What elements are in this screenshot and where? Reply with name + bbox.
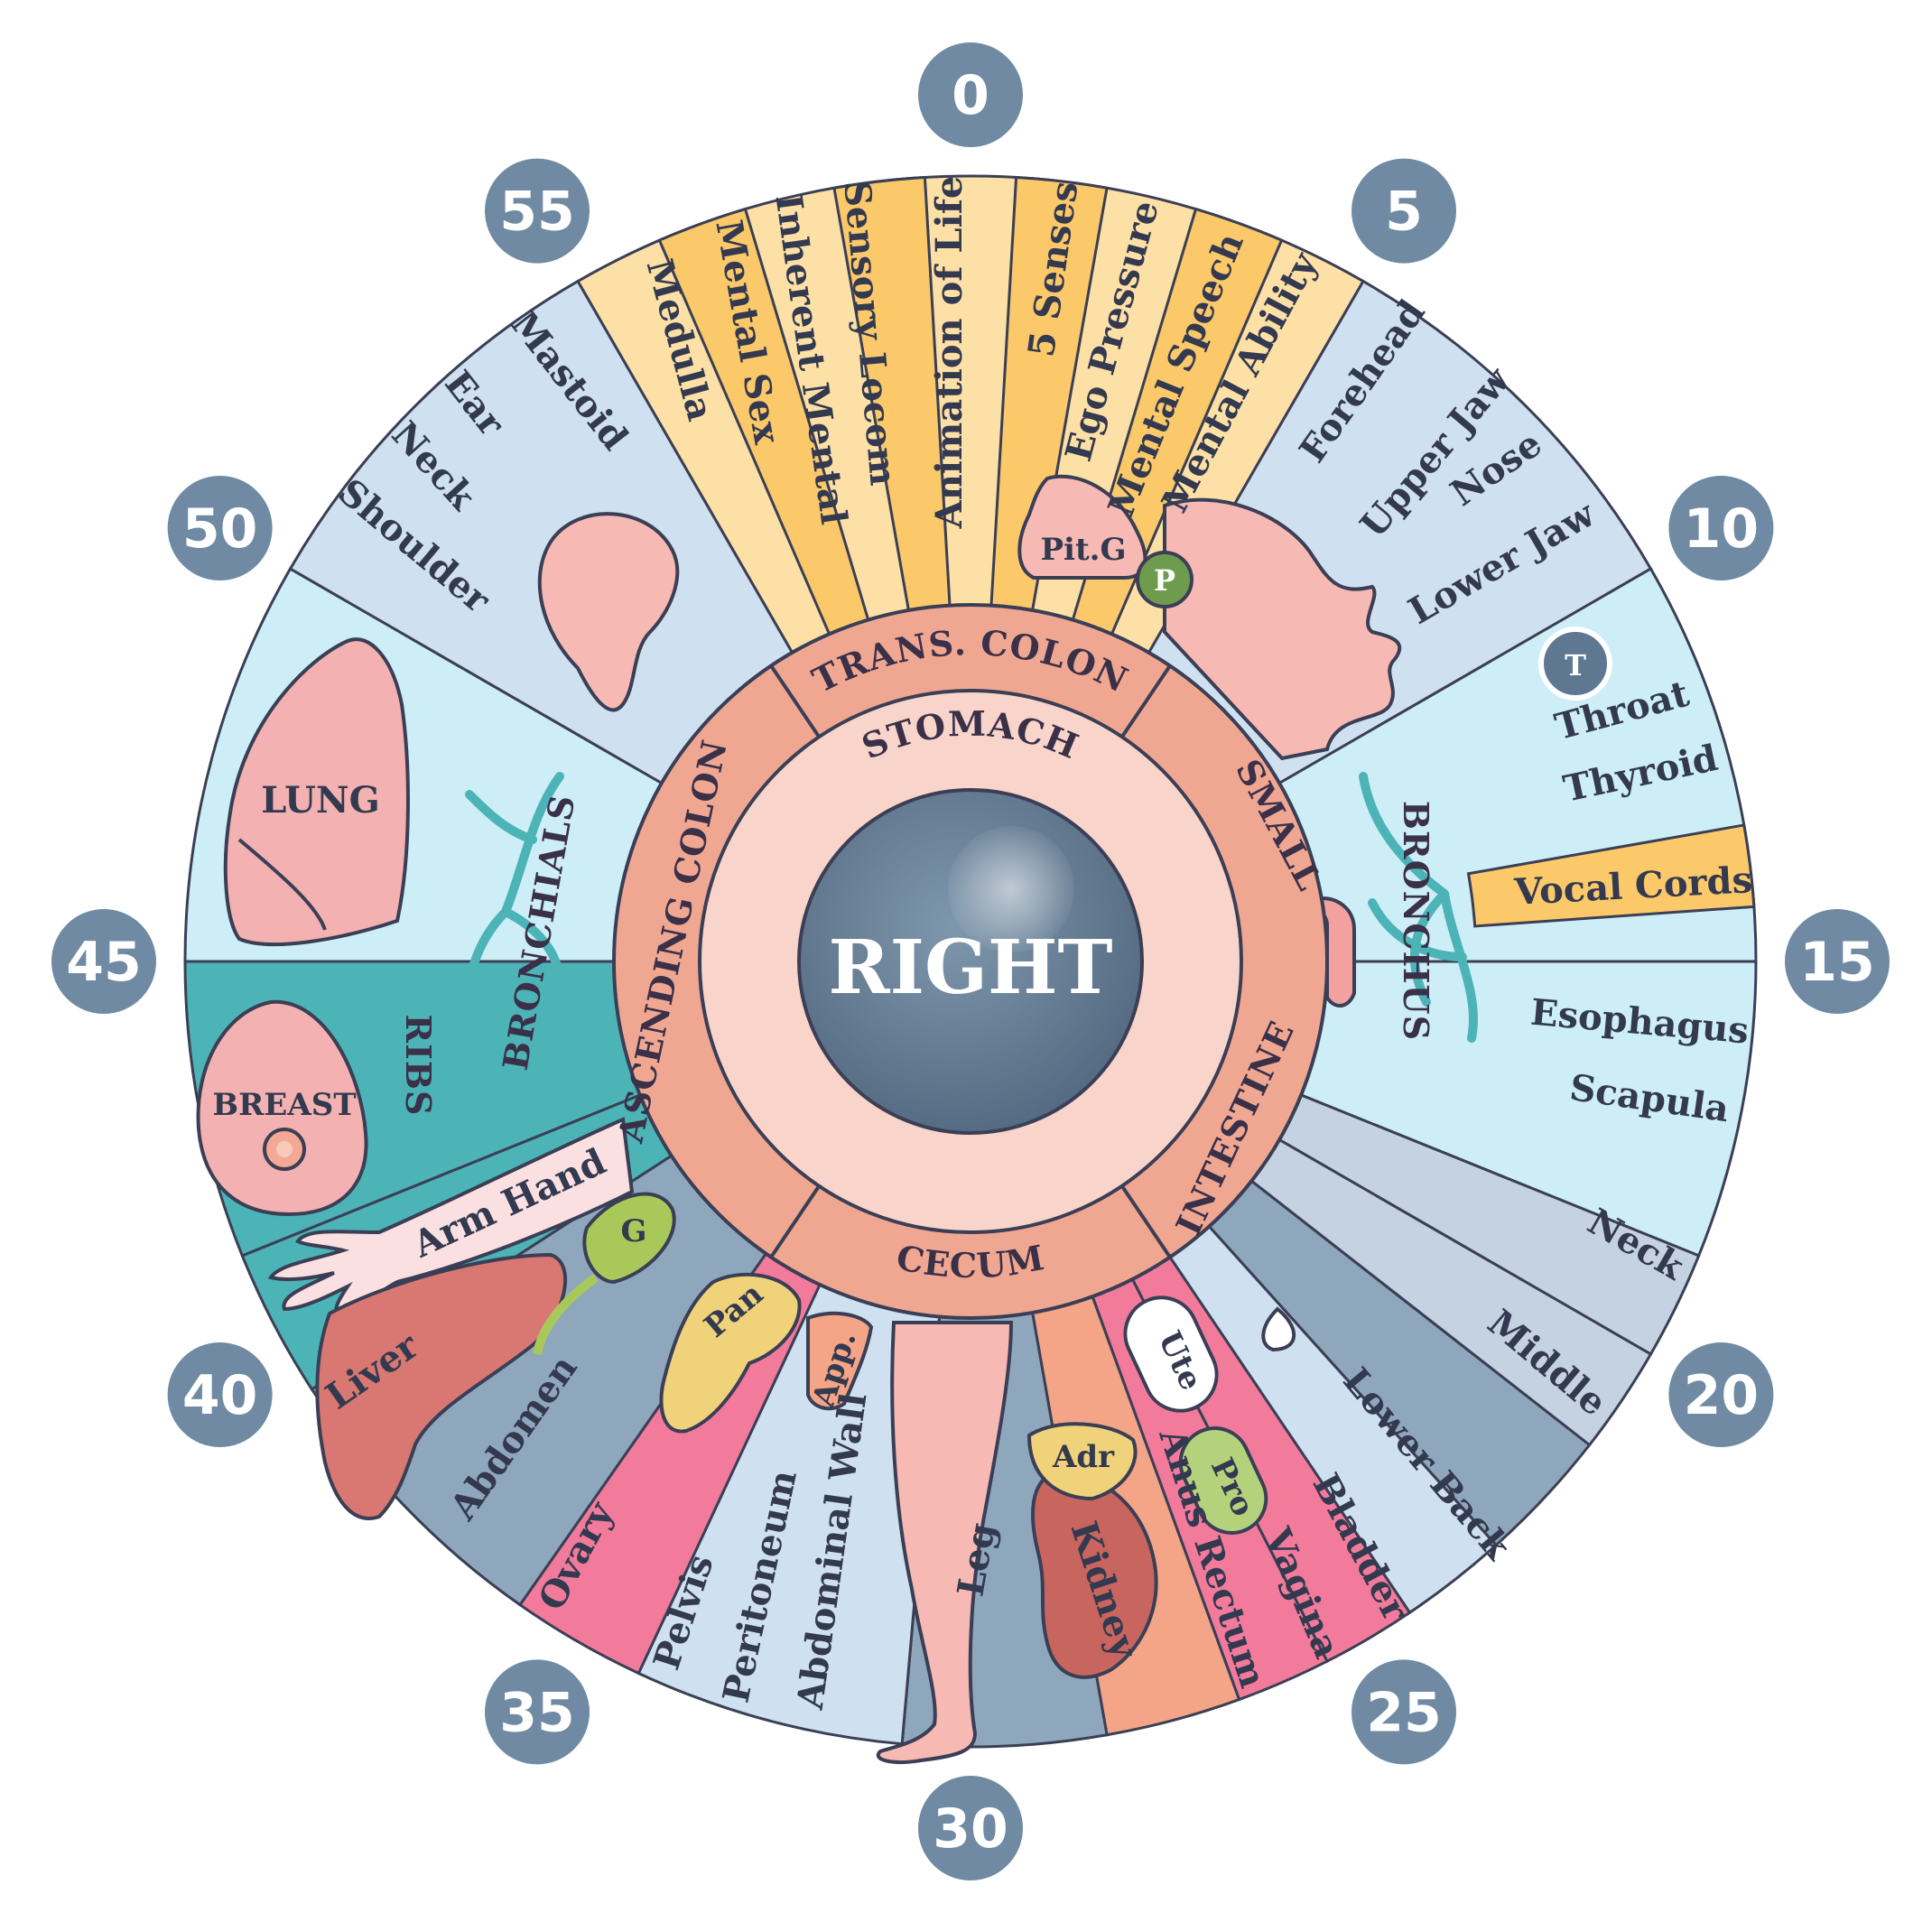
uterus-icon <box>1123 1295 1219 1413</box>
ribs-label: RIBS <box>398 1015 439 1117</box>
clock-number-40: 40 <box>182 1364 258 1427</box>
clock-badge-20 <box>1668 1342 1774 1447</box>
prostate-icon <box>1178 1426 1268 1535</box>
ring-divider <box>769 664 821 738</box>
kidney-icon <box>1031 1469 1158 1679</box>
thyroid-badge-icon <box>1538 627 1612 701</box>
clock-badge-55 <box>485 158 590 264</box>
arm-hand-icon <box>267 1117 635 1321</box>
clock-number-0: 0 <box>952 64 989 127</box>
clock-badge-40 <box>167 1342 273 1447</box>
leg-icon <box>876 1321 1014 1764</box>
ring-divider <box>1120 664 1172 738</box>
clock-badge-50 <box>167 476 273 580</box>
ear-icon <box>537 512 680 712</box>
ring-divider <box>1120 1184 1172 1258</box>
clock-number-10: 10 <box>1684 497 1760 561</box>
breast-label: BREAST <box>212 1087 356 1123</box>
pituitary-label: Pit.G <box>1040 532 1126 568</box>
clock-badge-0 <box>918 42 1023 147</box>
pancreas-icon <box>659 1272 802 1434</box>
lung-label: LUNG <box>261 779 380 822</box>
clock-number-45: 45 <box>66 931 142 994</box>
clock-badge-25 <box>1351 1659 1456 1765</box>
clock-badge-15 <box>1785 909 1890 1014</box>
pineal-badge-label: P <box>1154 563 1175 598</box>
clock-badge-45 <box>51 909 156 1014</box>
body-illustrations <box>196 474 1612 1764</box>
clock-badge-30 <box>918 1776 1023 1880</box>
thyroid_badge-badge-label: T <box>1565 648 1586 682</box>
pituitary-gland-icon <box>1017 474 1147 580</box>
bronchials-veins <box>443 772 564 1079</box>
clock-numbers: 0 5 10 15 20 25 30 35 40 45 50 55 <box>51 42 1890 1880</box>
center-title: RIGHT <box>828 924 1112 1011</box>
ring-dividers <box>769 664 1172 1258</box>
gallbladder-icon <box>582 1192 676 1285</box>
ring-layers <box>612 603 1329 1320</box>
clock-badge-5 <box>1351 158 1456 264</box>
clock-badge-10 <box>1668 476 1774 580</box>
gallbladder-label: G <box>620 1213 646 1249</box>
clock-number-20: 20 <box>1684 1364 1760 1427</box>
ring-divider <box>769 1184 821 1258</box>
adrenal-icon <box>1026 1422 1138 1501</box>
liver-icon <box>315 1252 567 1520</box>
clock-number-50: 50 <box>182 497 258 561</box>
pineal-icon <box>1136 551 1194 608</box>
clock-number-25: 25 <box>1366 1681 1442 1744</box>
breast-icon <box>196 999 368 1217</box>
clock-number-15: 15 <box>1799 931 1875 994</box>
pupil-glare <box>948 826 1074 952</box>
clock-number-35: 35 <box>499 1681 575 1744</box>
bronchus-veins <box>1359 772 1479 1043</box>
bronchus-label: BRONCHUS <box>1396 801 1436 1041</box>
face-profile-icon <box>1163 497 1402 761</box>
adrenal-label: Adr <box>1052 1439 1115 1475</box>
spine-icon <box>1261 1306 1296 1352</box>
brain-label-4: Animation of Life <box>928 176 971 530</box>
clock-number-5: 5 <box>1385 181 1423 244</box>
clock-number-30: 30 <box>933 1797 1008 1861</box>
clock-badge-35 <box>485 1659 590 1765</box>
clock-number-55: 55 <box>499 181 575 244</box>
sector-thyroid <box>1466 823 1756 928</box>
appendix-icon <box>806 1311 874 1411</box>
